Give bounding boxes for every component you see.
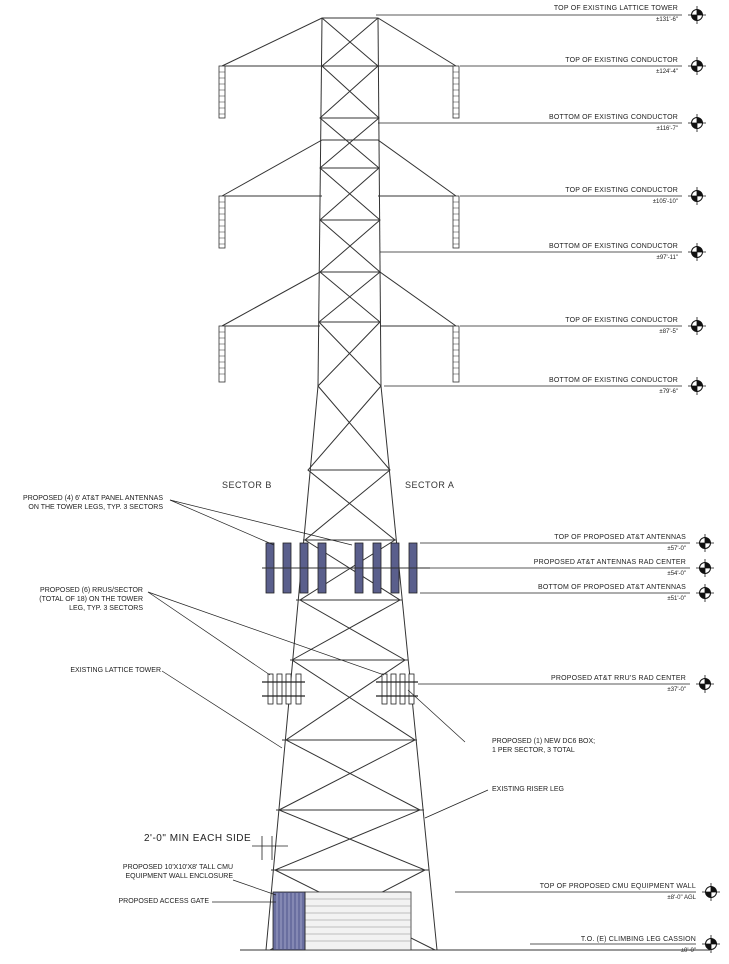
note-panel-antennas: PROPOSED (4) 6' AT&T PANEL ANTENNAS ON T… [23, 494, 163, 512]
note-leaders [147, 499, 489, 903]
elevation-label: TOP OF PROPOSED CMU EQUIPMENT WALL [539, 883, 696, 890]
rru-units [267, 673, 415, 705]
elevation-value: ±57'-0" [667, 546, 686, 552]
lattice-tower [221, 17, 710, 951]
dimension-marker [252, 836, 288, 860]
cmu-brick-pattern [305, 898, 411, 942]
insulator-ribs [219, 71, 459, 375]
note-riser-leg: EXISTING RISER LEG [492, 786, 564, 793]
note-line: PROPOSED (4) 6' AT&T PANEL ANTENNAS [23, 495, 163, 502]
elevation-value: ±124'-4" [656, 69, 678, 75]
note-line: PROPOSED 10'X10'X8' TALL CMU [122, 864, 233, 871]
elevation-value: ±8'-0" AGL [667, 895, 696, 901]
elevation-label: TOP OF EXISTING CONDUCTOR [565, 187, 678, 194]
note-cmu-enclosure: PROPOSED 10'X10'X8' TALL CMU EQUIPMENT W… [123, 863, 233, 881]
elevation-leaders [376, 14, 696, 945]
note-dc6-box: PROPOSED (1) NEW DC6 BOX; 1 PER SECTOR, … [492, 737, 595, 755]
sector-b-label: SECTOR B [222, 480, 272, 490]
note-line: LEG, TYP. 3 SECTORS [69, 605, 143, 612]
elevation-label: BOTTOM OF EXISTING CONDUCTOR [548, 377, 678, 384]
elevation-value: ±37'-0" [667, 687, 686, 693]
sector-a-label: SECTOR A [405, 480, 455, 490]
rru-mounts [262, 681, 418, 697]
note-line: 1 PER SECTOR, 3 TOTAL [492, 747, 575, 754]
note-line: EQUIPMENT WALL ENCLOSURE [125, 873, 234, 880]
elevation-label: TOP OF EXISTING LATTICE TOWER [553, 5, 678, 12]
elevation-label: BOTTOM OF EXISTING CONDUCTOR [548, 114, 678, 121]
elevation-label: T.O. (E) CLIMBING LEG CASSION [580, 936, 696, 943]
note-line: PROPOSED (1) NEW DC6 BOX; [492, 738, 596, 745]
note-access-gate: PROPOSED ACCESS GATE [118, 898, 209, 905]
elevation-label: TOP OF PROPOSED AT&T ANTENNAS [554, 534, 686, 541]
elevation-label: TOP OF EXISTING CONDUCTOR [565, 317, 678, 324]
cmu-wall [304, 891, 412, 951]
elevation-targets [688, 6, 720, 953]
note-line: PROPOSED (6) RRUs/SECTOR [40, 587, 143, 594]
note-rrus: PROPOSED (6) RRUs/SECTOR (TOTAL OF 18) O… [39, 586, 143, 613]
elevation-value: ±97'-11" [656, 255, 678, 261]
elevation-label: PROPOSED AT&T RRU'S RAD CENTER [550, 675, 686, 682]
gate-bars [276, 893, 302, 949]
dimension-label: 2'-0" MIN EACH SIDE [144, 833, 252, 844]
insulator-strings [218, 65, 460, 383]
elevation-value: ±87'-5" [659, 329, 678, 335]
elevation-label: PROPOSED AT&T ANTENNAS RAD CENTER [533, 559, 686, 566]
elevation-value: ±79'-6" [659, 389, 678, 395]
note-lattice-tower: EXISTING LATTICE TOWER [70, 667, 161, 674]
elevation-value: ±54'-0" [667, 571, 686, 577]
elevation-value: ±105'-10" [652, 199, 678, 205]
elevation-value: ±0'-0" [680, 948, 696, 954]
elevation-label: BOTTOM OF EXISTING CONDUCTOR [548, 243, 678, 250]
elevation-value: ±51'-0" [667, 596, 686, 602]
elevation-label: BOTTOM OF PROPOSED AT&T ANTENNAS [538, 584, 686, 591]
elevation-value: ±131'-6" [656, 17, 678, 23]
elevation-label: TOP OF EXISTING CONDUCTOR [565, 57, 678, 64]
note-line: ON THE TOWER LEGS, TYP. 3 SECTORS [28, 504, 163, 511]
note-line: (TOTAL OF 18) ON THE TOWER [39, 596, 143, 603]
elevation-value: ±116'-7" [656, 126, 678, 132]
